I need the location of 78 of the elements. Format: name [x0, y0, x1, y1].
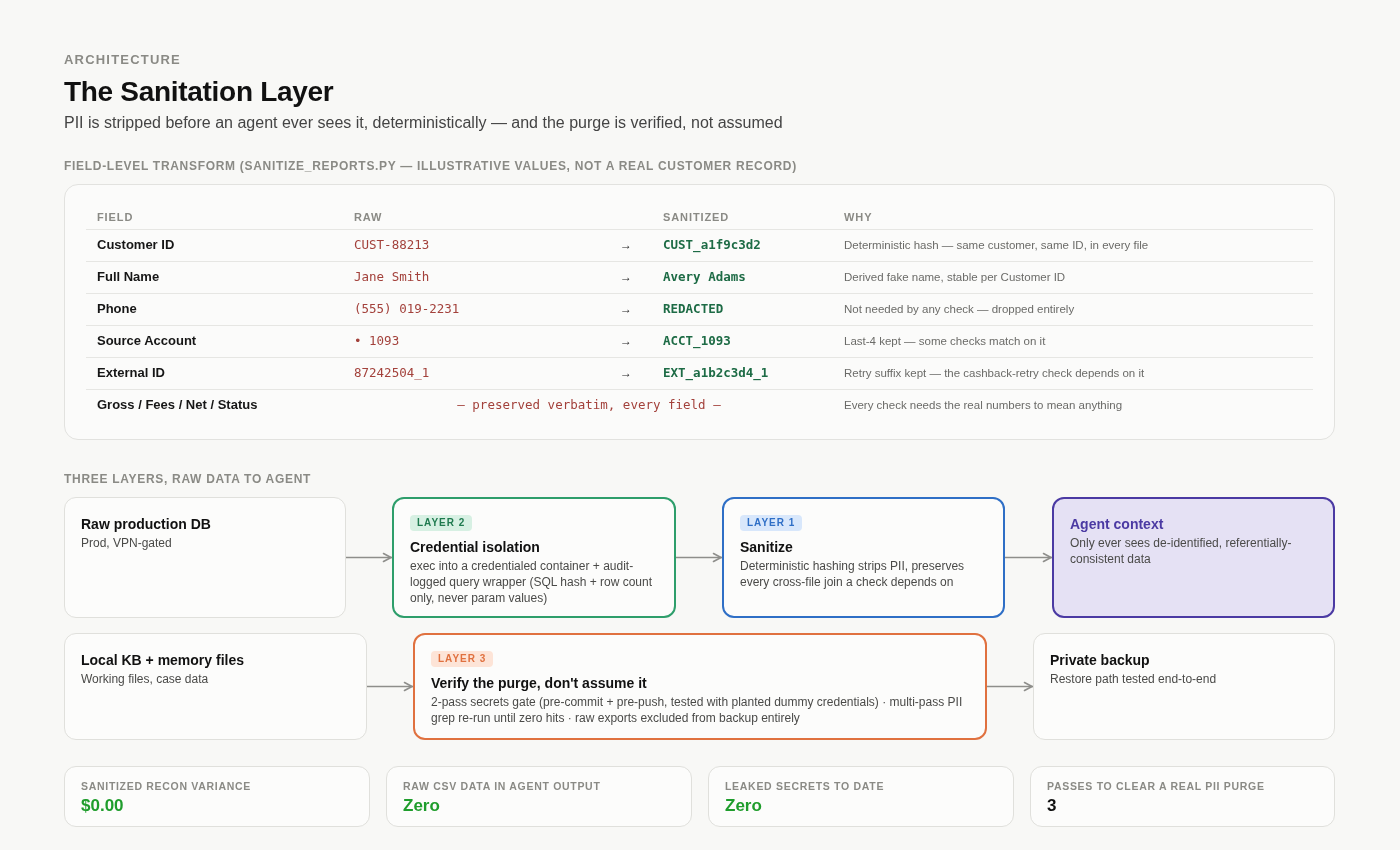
stat-card	[64, 766, 370, 827]
stat-label: PASSES TO CLEAR A REAL PII PURGE	[1047, 779, 1266, 793]
page-title: The Sanitation Layer	[64, 75, 334, 109]
box-heading: Local KB + memory files	[81, 651, 245, 669]
column-header: FIELD	[97, 210, 134, 225]
stat-value: $0.00	[81, 796, 124, 816]
column-header: WHY	[844, 210, 873, 225]
field-name: Phone	[97, 300, 137, 318]
source-box	[64, 497, 346, 618]
arrow-symbol: →	[620, 237, 632, 254]
box-heading: Verify the purge, don't assume it	[431, 674, 648, 692]
preserved-note: — preserved verbatim, every field —	[457, 396, 721, 414]
column-header: RAW	[354, 210, 383, 225]
sanitized-value: ACCT_1093	[663, 332, 731, 350]
section-heading: THREE LAYERS, RAW DATA TO AGENT	[64, 472, 312, 487]
box-heading: Agent context	[1070, 515, 1165, 533]
agent-box	[1052, 497, 1335, 618]
layer-badge: LAYER 2	[410, 515, 473, 531]
field-name: Source Account	[97, 332, 197, 350]
layer-badge: LAYER 3	[431, 651, 494, 667]
raw-value: • 1093	[354, 332, 400, 350]
box-description: Prod, VPN-gated	[81, 535, 173, 551]
stat-card	[708, 766, 1014, 827]
arrow	[675, 552, 723, 563]
layer-box	[413, 633, 987, 740]
layer-badge: LAYER 1	[740, 515, 803, 531]
stat-label: SANITIZED RECON VARIANCE	[81, 779, 253, 793]
subtitle: PII is stripped before an agent ever sees it, deterministically — and the purge is verified, not assumed	[64, 113, 783, 133]
box-description: Restore path tested end-to-end	[1050, 671, 1218, 687]
stat-value: 3	[1047, 796, 1057, 816]
column-header: SANITIZED	[663, 210, 730, 225]
raw-value: 87242504_1	[354, 364, 430, 382]
sanitized-value: REDACTED	[663, 300, 724, 318]
stat-card	[386, 766, 692, 827]
raw-value: CUST-88213	[354, 236, 430, 254]
stat-card	[1030, 766, 1335, 827]
raw-value: (555) 019-2231	[354, 300, 460, 318]
arrow-symbol: →	[620, 333, 632, 350]
box-heading: Credential isolation	[410, 538, 541, 556]
field-name: External ID	[97, 364, 165, 382]
backup-box	[1033, 633, 1335, 740]
arrow	[366, 681, 414, 692]
raw-value: Jane Smith	[354, 268, 430, 286]
arrow-symbol: →	[620, 301, 632, 318]
sanitized-value: CUST_a1f9c3d2	[663, 236, 761, 254]
stat-value: Zero	[403, 796, 440, 816]
reason-text: Last-4 kept — some checks match on it	[844, 334, 1046, 349]
reason-text: Not needed by any check — dropped entirely	[844, 302, 1075, 317]
arrow	[986, 681, 1034, 692]
field-name: Full Name	[97, 268, 160, 286]
arrow-symbol: →	[620, 365, 632, 382]
sanitized-value: Avery Adams	[663, 268, 746, 286]
layer-box	[392, 497, 676, 618]
arrow-symbol: →	[620, 269, 632, 286]
field-name: Gross / Fees / Net / Status	[97, 396, 258, 414]
section-heading: FIELD-LEVEL TRANSFORM (SANITIZE_REPORTS.PY — ILLUSTRATIVE VALUES, NOT A REAL CUSTOMER RECORD)	[64, 159, 797, 174]
box-description: Only ever sees de-identified, referentially-consistent data	[1070, 535, 1293, 567]
eyebrow-label: ARCHITECTURE	[64, 52, 181, 68]
arrow	[345, 552, 393, 563]
sanitized-value: EXT_a1b2c3d4_1	[663, 364, 769, 382]
box-heading: Private backup	[1050, 651, 1151, 669]
field-name: Customer ID	[97, 236, 175, 254]
stat-value: Zero	[725, 796, 762, 816]
box-description: Deterministic hashing strips PII, preserves every cross-file join a check depends on	[740, 558, 966, 590]
stat-label: RAW CSV DATA IN AGENT OUTPUT	[403, 779, 602, 793]
source-box	[64, 633, 367, 740]
box-description: exec into a credentialed container + audit-logged query wrapper (SQL hash + row count only, never param values)	[410, 558, 654, 606]
box-heading: Sanitize	[740, 538, 794, 556]
layer-box	[722, 497, 1005, 618]
reason-text: Retry suffix kept — the cashback-retry check depends on it	[844, 366, 1145, 381]
box-description: 2-pass secrets gate (pre-commit + pre-push, tested with planted dummy credentials) · multi-pass PII grep re-run until zero hits · raw exports excluded from backup entirely	[431, 694, 964, 726]
box-heading: Raw production DB	[81, 515, 212, 533]
reason-text: Every check needs the real numbers to mean anything	[844, 398, 1123, 413]
reason-text: Derived fake name, stable per Customer ID	[844, 270, 1066, 285]
arrow	[1004, 552, 1053, 563]
box-description: Working files, case data	[81, 671, 210, 687]
reason-text: Deterministic hash — same customer, same ID, in every file	[844, 238, 1149, 253]
stat-label: LEAKED SECRETS TO DATE	[725, 779, 886, 793]
